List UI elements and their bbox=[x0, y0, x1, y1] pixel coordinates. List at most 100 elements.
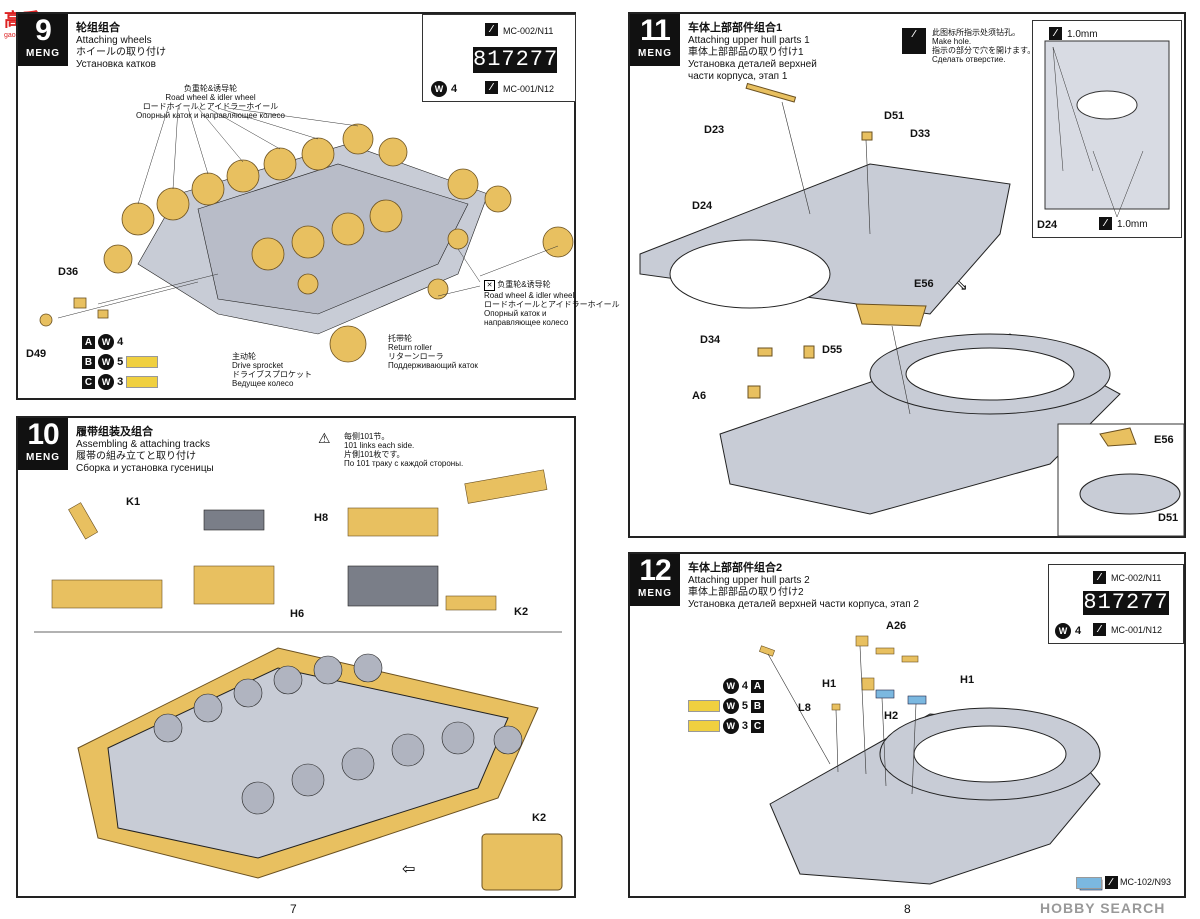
paint-code-1: MC-002/N11 bbox=[1111, 573, 1162, 583]
title-ru: Установка катков bbox=[76, 59, 156, 70]
part-D55: D55 bbox=[822, 344, 843, 356]
drill-note: ∕ 此图标所指示处须钻孔。 Make hole. 指示の部分で穴を開けます。 С… bbox=[902, 28, 1035, 64]
part-L8: L8 bbox=[798, 702, 811, 714]
title-cn: 履带组装及组合 bbox=[76, 426, 153, 438]
page-number-right: 8 bbox=[904, 902, 911, 916]
w-circle-icon: W bbox=[98, 354, 115, 371]
part-A6: A6 bbox=[692, 390, 707, 402]
note-en: 101 links each side. bbox=[344, 441, 415, 450]
drill-size: 1.0mm bbox=[1117, 219, 1148, 230]
note-en: Make hole. bbox=[932, 37, 972, 46]
label-jp: ロードホイールとアイドラーホイール bbox=[142, 102, 279, 111]
part-H2: H2 bbox=[884, 710, 899, 722]
note-ru: Сделать отверстие. bbox=[932, 55, 1006, 64]
part-K2: K2 bbox=[514, 606, 529, 618]
color-swatch bbox=[687, 700, 720, 713]
color-swatch bbox=[126, 376, 159, 389]
title-jp: 車体上部部品の取り付け2 bbox=[688, 587, 804, 598]
step-title: 车体上部部件组合2 Attaching upper hull parts 2 車… bbox=[688, 562, 919, 611]
color-swatch bbox=[1076, 876, 1102, 889]
qty-count: 3 bbox=[117, 376, 124, 388]
step-number-badge: 10 MENG bbox=[18, 418, 68, 470]
label-en: Road wheel & idler wheel bbox=[484, 291, 575, 300]
label-en: Road wheel & idler wheel bbox=[165, 93, 256, 102]
brush-icon: ∕ bbox=[1093, 623, 1106, 636]
qty-letter: C bbox=[751, 719, 764, 733]
part-E56: E56 bbox=[1154, 434, 1174, 446]
step-9-panel: 9 MENG 轮组组合 Attaching wheels ホイールの取り付け У… bbox=[16, 12, 620, 400]
upper-hull-parts-illustration bbox=[759, 635, 1103, 891]
w-circle-icon: W bbox=[1055, 623, 1071, 639]
part-D36: D36 bbox=[58, 266, 79, 278]
label-ru: Поддерживающий каток bbox=[388, 361, 478, 370]
label-ru: Опорный каток и направляющее колесо bbox=[136, 111, 285, 120]
note-jp: 片側101枚です。 bbox=[344, 450, 405, 459]
links-note: ⚠ 每侧101节。 101 links each side. 片側101枚です。… bbox=[318, 431, 464, 468]
qty-legend: W 4 A W 5 B W 3 C bbox=[672, 676, 764, 736]
qty-letter: A bbox=[82, 335, 95, 349]
step-number-badge: 9 MENG bbox=[18, 14, 68, 66]
part-D34: D34 bbox=[700, 334, 721, 346]
title-ru: Сборка и установка гусеницы bbox=[76, 463, 214, 474]
paint-code-2: MC-001/N12 bbox=[1111, 625, 1163, 635]
part-D51: D51 bbox=[884, 110, 905, 122]
note-ru: По 101 траку с каждой стороны. bbox=[344, 459, 464, 468]
brush-icon: ∕ bbox=[1093, 571, 1106, 584]
part-E56: E56 bbox=[914, 278, 934, 290]
brand-logo: MENG bbox=[18, 48, 68, 60]
w-circle-icon: W bbox=[98, 334, 115, 351]
label-ru: Ведущее колесо bbox=[232, 379, 294, 388]
part-D33: D33 bbox=[910, 128, 931, 140]
brush-icon: ∕ bbox=[485, 81, 498, 94]
title-jp: 車体上部部品の取り付け1 bbox=[688, 47, 804, 58]
step-12-panel: 12 MENG 车体上部部件组合2 Attaching upper hull p… bbox=[628, 552, 1186, 898]
step-11-panel: 11 MENG 车体上部部件组合1 Attaching upper hull p… bbox=[628, 12, 1186, 538]
qty-row: W 5 B bbox=[672, 696, 764, 716]
qty-row: B W 5 bbox=[82, 352, 159, 372]
label-cn: 负重轮&诱导轮 bbox=[183, 84, 238, 93]
step-number-badge: 11 MENG bbox=[630, 14, 680, 66]
hobby-search-watermark: HOBBY SEARCH bbox=[1040, 900, 1166, 916]
label-jp: ドライブスプロケット bbox=[232, 370, 312, 379]
w-circle-icon: W bbox=[722, 718, 739, 735]
inset-d24: ∕ 1.0mm D24 ∕ 1.0mm bbox=[1032, 20, 1182, 238]
drill-icon: ∕ bbox=[1049, 27, 1062, 40]
part-K1: K1 bbox=[126, 496, 141, 508]
title-en: Attaching upper hull parts 1 bbox=[688, 35, 810, 46]
title-jp: 履帯の組み立てと取り付け bbox=[76, 451, 196, 462]
w-circle-icon: W bbox=[98, 374, 115, 391]
part-D49: D49 bbox=[26, 348, 47, 360]
no-glue-icon: ✕ bbox=[484, 280, 495, 291]
step-number: 9 bbox=[35, 14, 52, 47]
title-en: Assembling & attaching tracks bbox=[76, 439, 210, 450]
paint-mix-code: 817277 bbox=[1083, 590, 1169, 615]
step-number: 11 bbox=[640, 14, 671, 47]
qty-count: 4 bbox=[117, 336, 124, 348]
part-A26: A26 bbox=[886, 620, 907, 632]
qty-count: 4 bbox=[741, 680, 748, 692]
label-en: Return roller bbox=[388, 343, 433, 352]
label-cn: 主动轮 bbox=[232, 352, 256, 361]
label-jp: リターンローラ bbox=[388, 352, 444, 361]
step-number-badge: 12 MENG bbox=[630, 554, 680, 606]
part-H6: H6 bbox=[290, 608, 305, 620]
drill-size: 1.0mm bbox=[1067, 29, 1098, 40]
roadwheel-label-2: ✕ 负重轮&诱导轮 Road wheel & idler wheel ロードホイ… bbox=[484, 280, 620, 327]
qty-letter: B bbox=[82, 355, 95, 369]
step-title: 轮组组合 Attaching wheels ホイールの取り付け Установк… bbox=[76, 22, 166, 71]
svg-text:⇦: ⇦ bbox=[402, 861, 415, 878]
brush-icon: ∕ bbox=[485, 23, 498, 36]
title-ru: Установка деталей верхней bbox=[688, 59, 817, 70]
part-D24: D24 bbox=[1037, 219, 1058, 231]
part-H1: H1 bbox=[960, 674, 975, 686]
qty-count: 3 bbox=[741, 720, 748, 732]
paint-code: MC-102/N93 bbox=[1120, 876, 1172, 887]
track-assembly-illustration: ⇦ bbox=[34, 469, 563, 891]
svg-text:⇘: ⇘ bbox=[956, 277, 968, 293]
brush-icon: ∕ bbox=[1104, 876, 1118, 889]
qty-count: 5 bbox=[117, 356, 124, 368]
title-cn: 车体上部部件组合2 bbox=[688, 562, 783, 574]
w-count: 4 bbox=[1075, 625, 1082, 637]
part-D51: D51 bbox=[1158, 512, 1179, 524]
paint-code-1: MC-002/N11 bbox=[503, 26, 554, 36]
